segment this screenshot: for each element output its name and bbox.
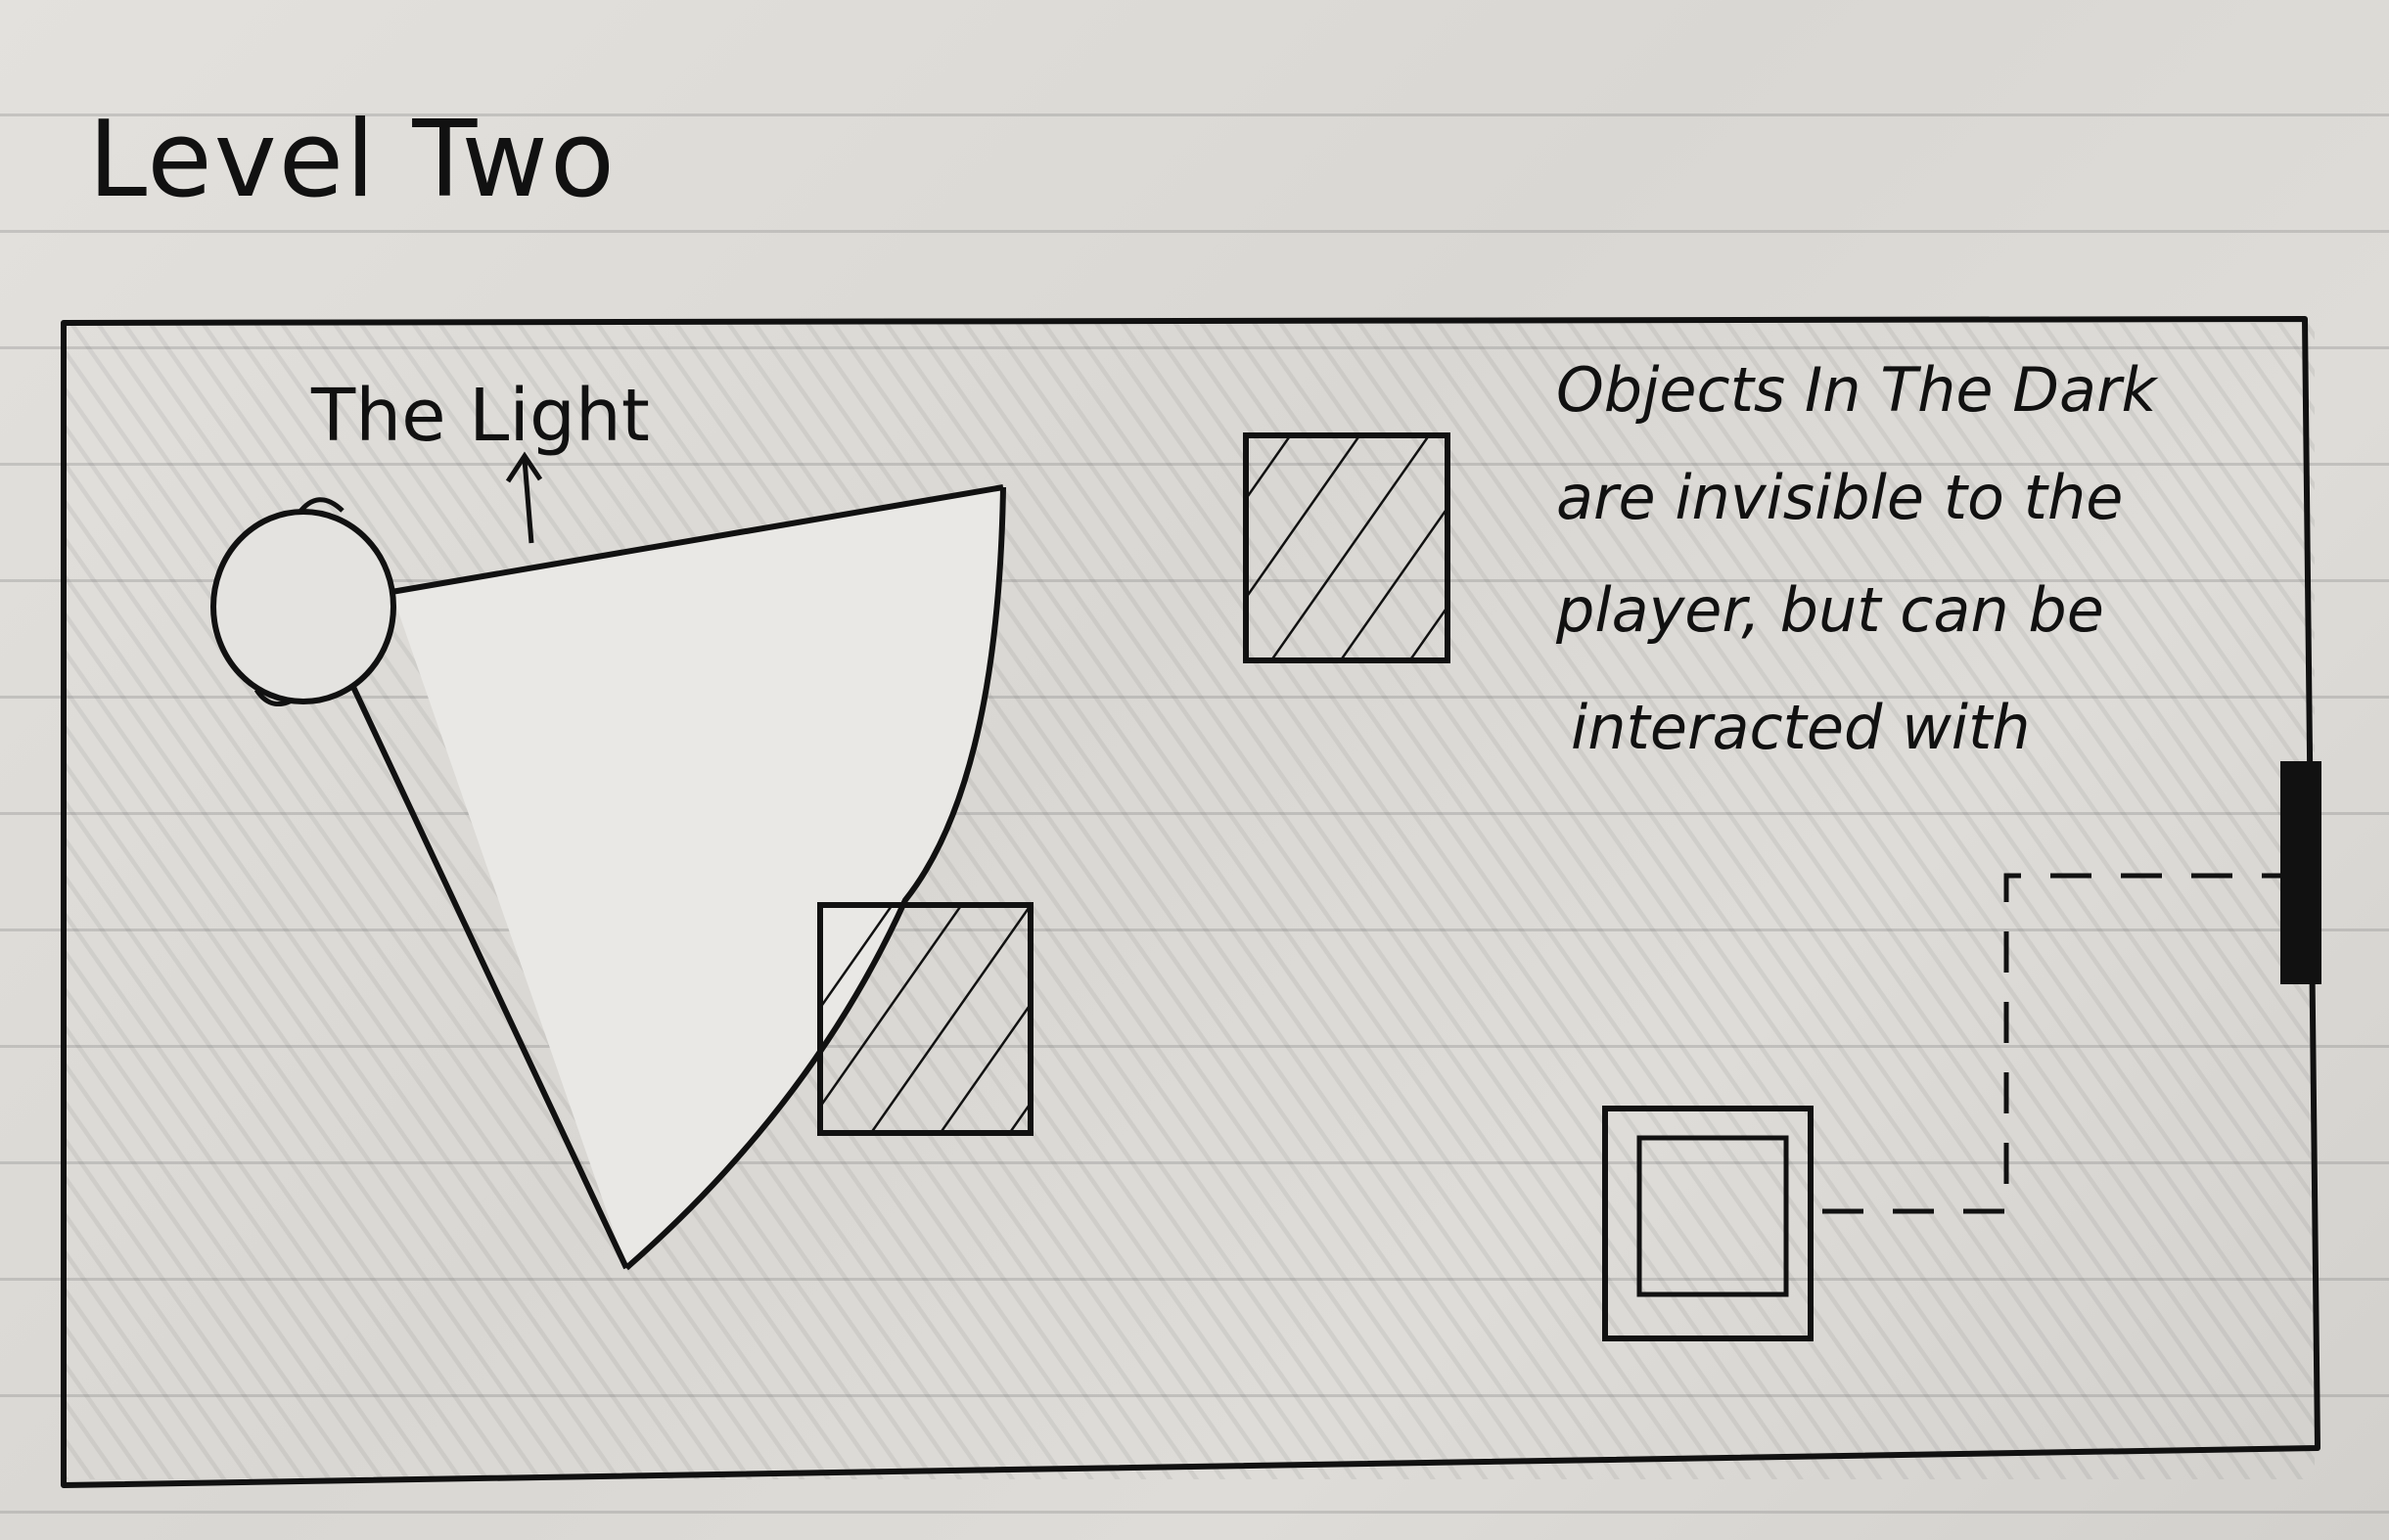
- note-line-2: are invisible to the: [1556, 462, 2123, 533]
- connection-wire: [1822, 873, 2295, 1214]
- light-label: The Light: [310, 374, 650, 458]
- player-light-source: [210, 497, 396, 706]
- level-title: Level Two: [88, 99, 617, 221]
- light-cone-arc: [624, 486, 1006, 1271]
- dark-area-shading: [64, 323, 2315, 1479]
- dark-object-top: [1243, 432, 1450, 663]
- door: [2280, 761, 2321, 984]
- light-cone-edge-bottom: [349, 683, 629, 1270]
- note-line-1: Objects In The Dark: [1556, 354, 2158, 426]
- light-label-arrow: [505, 451, 543, 544]
- light-cone-fill: [391, 487, 1003, 1268]
- light-cone-edge-top: [391, 484, 1004, 595]
- note: Objects In The Dark are invisible to the…: [1555, 354, 2158, 763]
- note-line-4: interacted with: [1571, 692, 2031, 763]
- note-line-3: player, but can be: [1555, 574, 2104, 646]
- pressure-plate: [1602, 1106, 1814, 1341]
- dark-object-in-light: [817, 902, 1034, 1136]
- level-boundary: [61, 316, 2320, 1488]
